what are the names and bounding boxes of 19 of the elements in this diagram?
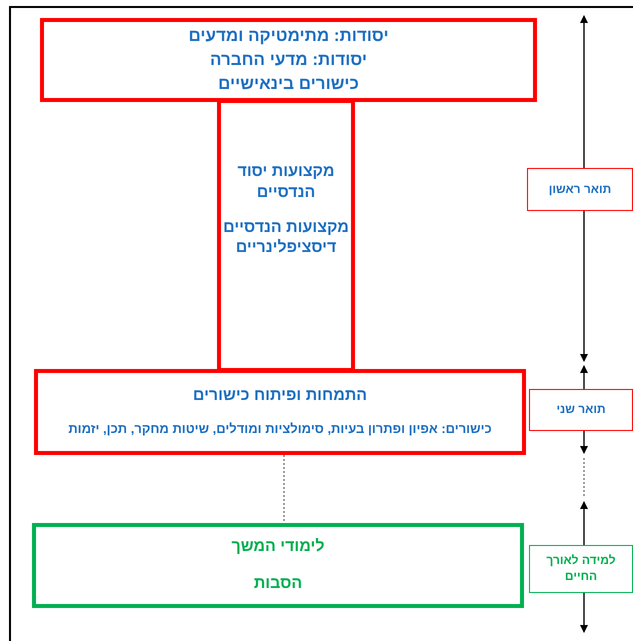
node-text: כישורים: אפיון ופתרון בעיות, סימולציות ומודלים, שיטות מחקר, תכן, יזמות <box>68 420 492 438</box>
node-text: יסודות: מתימטיקה ומדעים <box>188 24 389 47</box>
node-text: תואר שני <box>556 402 606 418</box>
node-text: כישורים בינאישיים <box>218 73 359 96</box>
degree-label-box <box>527 168 633 211</box>
node-text: מקצועות יסוד הנדסיים <box>236 162 336 203</box>
node-text: למידה לאורך החיים <box>545 553 617 585</box>
courses-column <box>217 99 355 372</box>
degree-label-box <box>529 389 633 431</box>
node-text: תואר ראשון <box>548 182 612 198</box>
specialization-box <box>34 369 526 455</box>
node-text: יסודות: מדעי החברה <box>210 48 368 71</box>
foundation-box <box>40 18 537 102</box>
continuing-studies-box <box>32 523 524 608</box>
heading-text: לימודי המשך <box>231 536 325 557</box>
lifelong-learning-box <box>529 545 633 593</box>
heading-text: התמחות ופיתוח כישורים <box>192 386 368 406</box>
node-text: מקצועות הנדסיים דיסציפלינריים <box>222 218 350 258</box>
node-text: הסבות <box>254 574 302 594</box>
